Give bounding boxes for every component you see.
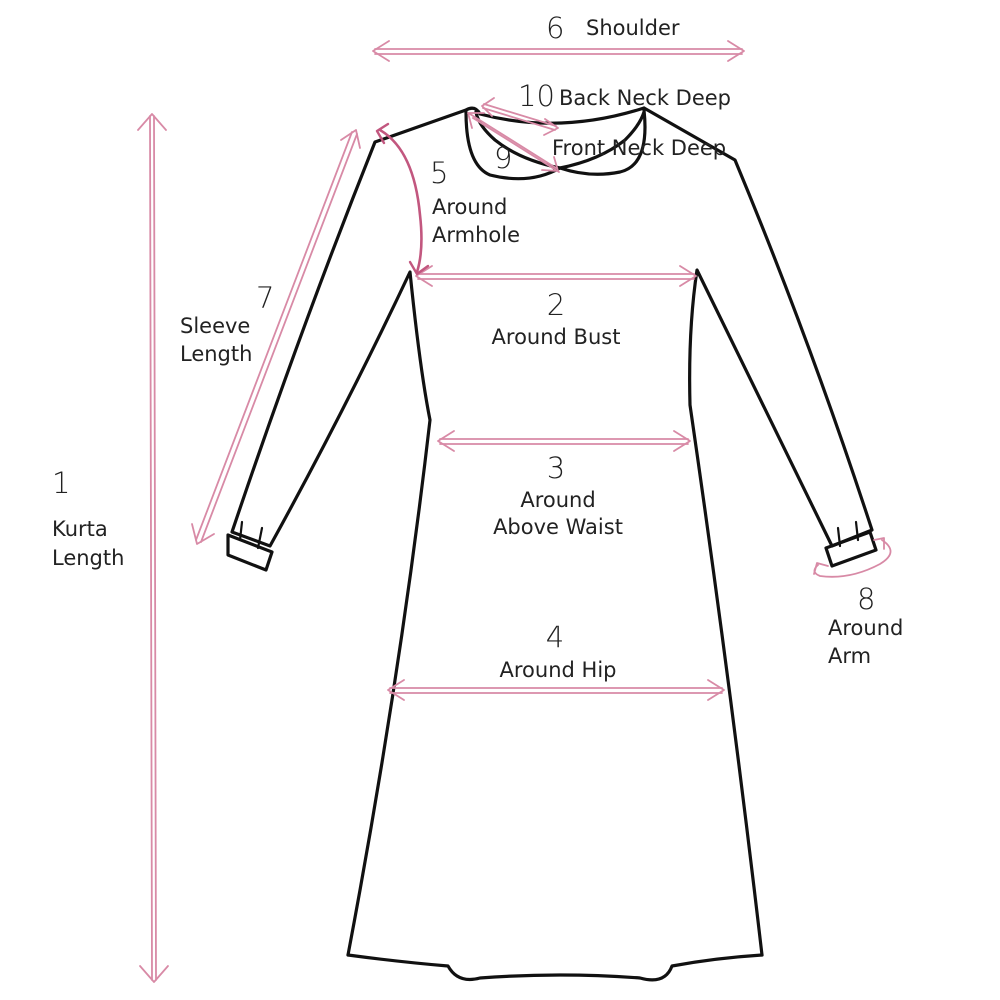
label-7-number: 7 [256, 281, 274, 315]
label-5-line-1: Around [432, 195, 507, 219]
around-armhole-arrow [375, 122, 430, 276]
left-cuff-pleat-1 [238, 520, 244, 542]
label-7-line-1: Sleeve [180, 314, 250, 338]
kurta-hem [346, 953, 764, 982]
measurement-guides [137, 40, 892, 983]
kurta-right-side [642, 106, 874, 957]
label-5-line-2: Armhole [432, 223, 520, 247]
label-3-line-1: Around [520, 488, 595, 512]
label-10-number: 10 [518, 79, 555, 113]
around-arm-arrow [813, 537, 892, 578]
sleeve-length-arrow [191, 129, 361, 545]
label-1-number: 1 [52, 466, 70, 500]
front-neck-deep-arrow [467, 112, 560, 173]
label-8-line-2: Arm [828, 644, 871, 668]
back-neck-deep-arrow [481, 97, 559, 136]
label-1-line-1: Kurta [52, 517, 108, 541]
collar-back-neck [464, 106, 646, 125]
label-7-line-2: Length [180, 342, 252, 366]
label-9-number: 9 [494, 141, 512, 175]
label-2-number: 2 [547, 288, 565, 322]
kurta-outline [226, 106, 878, 982]
label-1-line-2: Length [52, 546, 124, 570]
around-above-waist-arrow [437, 430, 691, 452]
label-2-line-1: Around Bust [492, 325, 621, 349]
label-8-line-1: Around [828, 616, 903, 640]
around-hip-arrow [387, 679, 725, 701]
label-6-line-1: Shoulder [586, 16, 680, 40]
label-3-number: 3 [547, 451, 565, 485]
label-6-number: 6 [546, 11, 564, 45]
kurta-length-arrow [137, 113, 169, 983]
right-cuff [824, 530, 878, 568]
label-8-number: 8 [857, 582, 875, 616]
around-bust-arrow [415, 265, 697, 287]
measurement-labels: 1 Kurta Length 2 Around Bust 3 Around Ab… [52, 11, 903, 682]
right-cuff-pleat-2 [854, 520, 860, 542]
right-cuff-pleat-1 [836, 526, 842, 548]
kurta-left-side [230, 108, 468, 957]
label-10-line-1: Back Neck Deep [559, 86, 731, 110]
label-5-number: 5 [430, 156, 448, 190]
label-3-line-2: Above Waist [493, 515, 623, 539]
label-9-line-1: Front Neck Deep [552, 136, 726, 160]
label-4-line-1: Around Hip [500, 658, 617, 682]
shoulder-arrow [372, 40, 745, 62]
left-cuff-pleat-2 [256, 526, 264, 550]
collar-right [558, 108, 647, 176]
label-4-number: 4 [546, 620, 564, 654]
